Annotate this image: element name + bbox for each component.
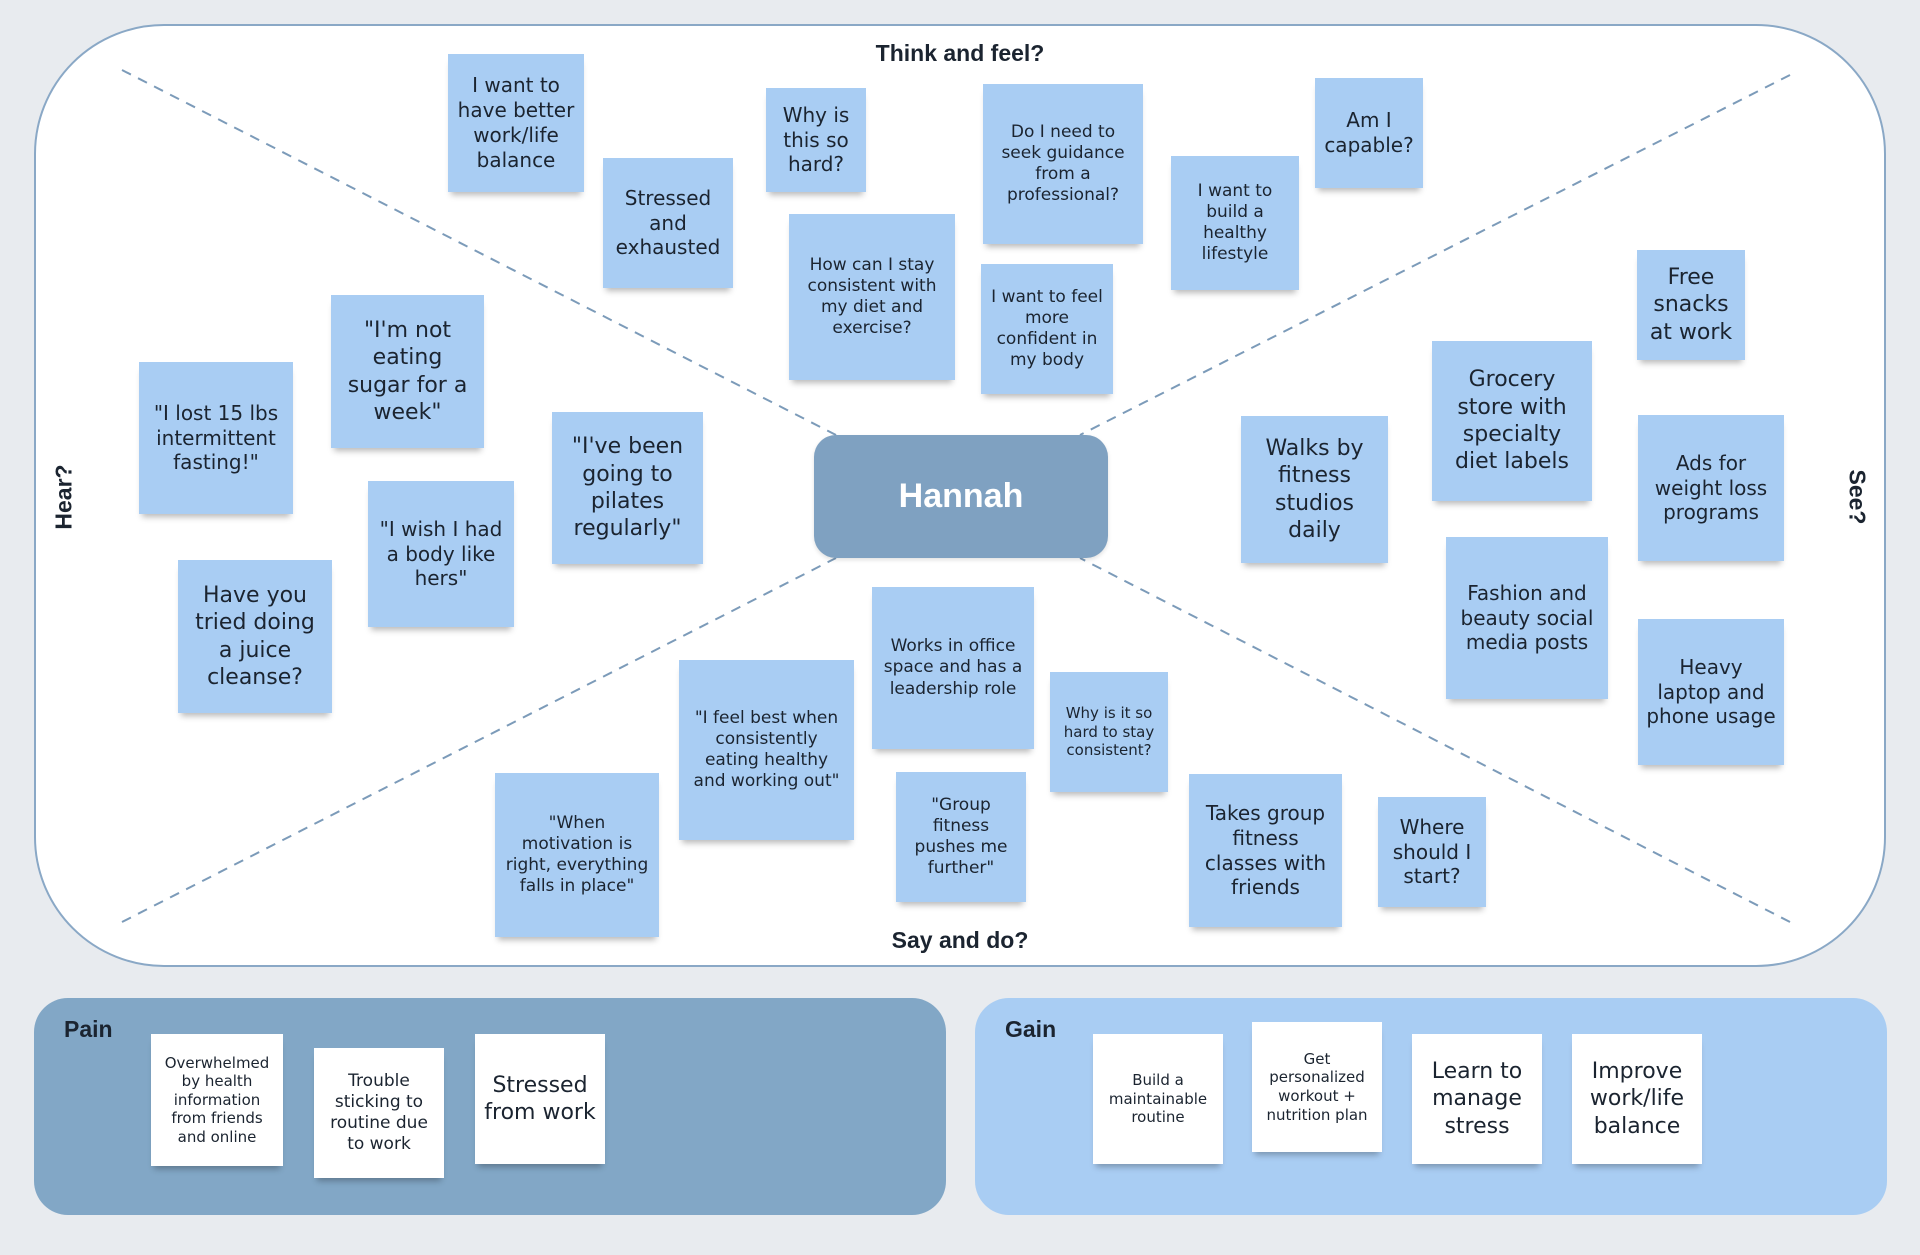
sticky-note[interactable]: "I lost 15 lbs intermittent fasting!"	[139, 362, 293, 514]
sticky-note[interactable]: Do I need to seek guidance from a profes…	[983, 84, 1143, 244]
sticky-note[interactable]: Stressed and exhausted	[603, 158, 733, 288]
sticky-note[interactable]: "Group fitness pushes me further"	[896, 772, 1026, 902]
quadrant-label-see: See?	[1844, 469, 1871, 525]
quadrant-label-say-do: Say and do?	[891, 927, 1029, 953]
sticky-note[interactable]: Free snacks at work	[1637, 250, 1745, 360]
sticky-note[interactable]: I want to have better work/life balance	[448, 54, 584, 192]
pain-title: Pain	[64, 1016, 113, 1042]
gain-note[interactable]: Learn to manage stress	[1412, 1034, 1542, 1164]
sticky-note[interactable]: Where should I start?	[1378, 797, 1486, 907]
sticky-note[interactable]: Why is it so hard to stay consistent?	[1050, 672, 1168, 792]
sticky-note[interactable]: Why is this so hard?	[766, 88, 866, 192]
sticky-note[interactable]: Walks by fitness studios daily	[1241, 416, 1388, 563]
sticky-note[interactable]: Heavy laptop and phone usage	[1638, 619, 1784, 765]
gain-title: Gain	[1005, 1016, 1057, 1042]
sticky-note[interactable]: Have you tried doing a juice cleanse?	[178, 560, 332, 713]
gain-note[interactable]: Get personalized workout + nutrition pla…	[1252, 1022, 1382, 1152]
sticky-note[interactable]: Takes group fitness classes with friends	[1189, 774, 1342, 927]
sticky-note[interactable]: Am I capable?	[1315, 78, 1423, 188]
sticky-note[interactable]: Works in office space and has a leadersh…	[872, 587, 1034, 749]
sticky-note[interactable]: "I wish I had a body like hers"	[368, 481, 514, 627]
quadrant-label-hear: Hear?	[50, 464, 77, 530]
sticky-note[interactable]: I want to build a healthy lifestyle	[1171, 156, 1299, 290]
persona-name: Hannah	[814, 435, 1108, 558]
sticky-note[interactable]: How can I stay consistent with my diet a…	[789, 214, 955, 380]
sticky-note[interactable]: Fashion and beauty social media posts	[1446, 537, 1608, 699]
pain-note[interactable]: Stressed from work	[475, 1034, 605, 1164]
quadrant-label-think-feel: Think and feel?	[875, 40, 1045, 66]
sticky-note[interactable]: "When motivation is right, everything fa…	[495, 773, 659, 937]
gain-note[interactable]: Improve work/life balance	[1572, 1034, 1702, 1164]
sticky-note[interactable]: Grocery store with specialty diet labels	[1432, 341, 1592, 501]
pain-note[interactable]: Trouble sticking to routine due to work	[314, 1048, 444, 1178]
gain-note[interactable]: Build a maintainable routine	[1093, 1034, 1223, 1164]
pain-note[interactable]: Overwhelmed by health information from f…	[151, 1034, 283, 1166]
sticky-note[interactable]: "I've been going to pilates regularly"	[552, 412, 703, 564]
sticky-note[interactable]: "I feel best when consistently eating he…	[679, 660, 854, 840]
sticky-note[interactable]: Ads for weight loss programs	[1638, 415, 1784, 561]
sticky-note[interactable]: I want to feel more confident in my body	[981, 264, 1113, 394]
sticky-note[interactable]: "I'm not eating sugar for a week"	[331, 295, 484, 448]
